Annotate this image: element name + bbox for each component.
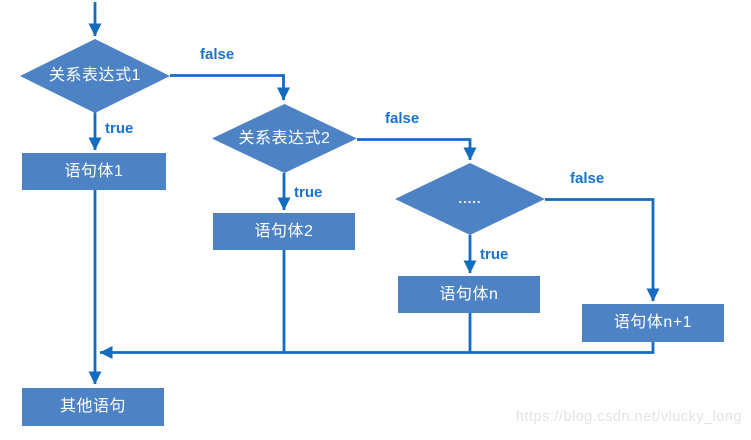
watermark-text: https://blog.csdn.net/vlucky_long xyxy=(515,409,742,425)
statement-n-plus-1-box: 语句体n+1 xyxy=(582,304,724,342)
edge-label-d1-false: false xyxy=(200,46,235,63)
flow-arrow-d1-false xyxy=(170,74,290,101)
flow-arrow-d2-false xyxy=(357,138,477,161)
edge-label-d3-true: true xyxy=(480,246,509,263)
statement-1-box: 语句体1 xyxy=(22,153,166,190)
edge-label-d2-true: true xyxy=(294,184,323,201)
edge-label-d2-false: false xyxy=(385,110,420,127)
edge-label-d1-true: true xyxy=(105,120,134,137)
other-statements-box: 其他语句 xyxy=(22,388,164,426)
statement-2-box: 语句体2 xyxy=(213,213,355,250)
flow-arrow-merge-left xyxy=(99,342,655,359)
edge-label-d3-false: false xyxy=(570,170,605,187)
flow-arrow-d3-false xyxy=(545,198,660,302)
statement-n-box: 语句体n xyxy=(398,276,540,313)
